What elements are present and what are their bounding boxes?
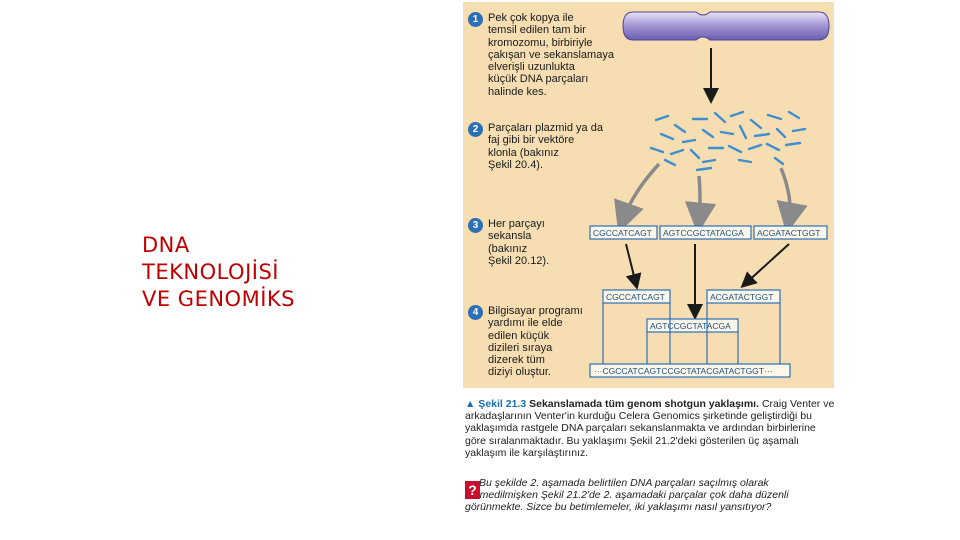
question-icon: ? [465,481,480,499]
title-line: VE GENOMİKS [142,286,402,313]
shotgun-figure: CGCCATCAGT AGTCCGCTATACGA ACGATACTGGT CG… [463,2,834,388]
step-text: Parçaları plazmid ya da faj gibi bir vek… [488,122,623,171]
chromosome-shape [623,12,829,40]
figure-caption: ▲ Şekil 21.3 Sekanslamada tüm genom shot… [465,398,837,459]
seq-fragment-2: AGTCCGCTATACGA [663,228,744,238]
aligned-fragment-2: AGTCCGCTATACGA [650,321,731,331]
step-number: 3 [468,218,483,233]
step-text: Pek çok kopya ile temsil edilen tam bir … [488,12,623,98]
step-number: 2 [468,122,483,137]
caption-label: ▲ Şekil 21.3 [465,398,526,410]
aligned-fragment-1: CGCCATCAGT [606,292,665,302]
aligned-fragments: CGCCATCAGT ACGATACTGGT AGTCCGCTATACGA [603,290,780,332]
seq-fragment-3: ACGATACTGGT [757,228,820,238]
step-number: 1 [468,12,483,27]
clone-arrows [623,164,790,220]
title-line: TEKNOLOJİSİ [142,259,402,286]
aligned-fragment-3: ACGATACTGGT [710,292,773,302]
step-4: 4 Bilgisayar programı yardımı ile elde e… [468,305,618,385]
alignment-lines [603,303,780,364]
step-2: 2 Parçaları plazmid ya da faj gibi bir v… [468,122,618,182]
slide-title: DNA TEKNOLOJİSİ VE GENOMİKS [142,232,402,313]
note-text: Bu şekilde 2. aşamada belirtilen DNA par… [465,477,837,514]
step-text: Bilgisayar programı yardımı ile elde edi… [488,305,623,379]
step-1: 1 Pek çok kopya ile temsil edilen tam bi… [468,12,618,112]
step-3: 3 Her parçayı sekansla (bakınız Şekil 20… [468,218,618,278]
step-number: 4 [468,305,483,320]
sequence-boxes: CGCCATCAGT AGTCCGCTATACGA ACGATACTGGT [590,226,827,239]
step-text: Her parçayı sekansla (bakınız Şekil 20.1… [488,218,623,267]
title-line: DNA [142,232,402,259]
caption-title: Sekanslamada tüm genom shotgun yaklaşımı… [529,398,759,410]
question-note: ? Bu şekilde 2. aşamada belirtilen DNA p… [465,477,837,514]
dna-fragments [651,112,805,170]
